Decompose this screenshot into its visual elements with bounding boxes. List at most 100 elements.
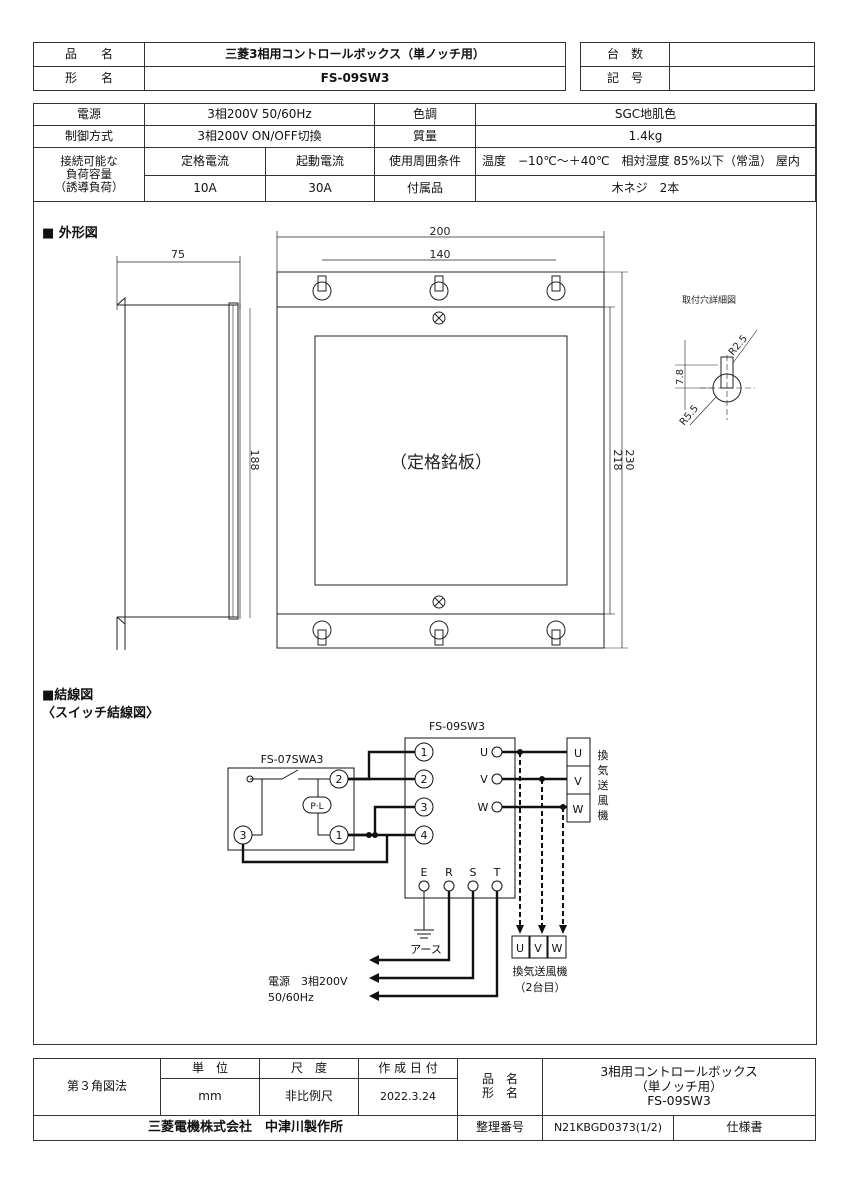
product-title-line-2: （単ノッチ用）	[635, 1078, 723, 1094]
accessory-value: 木ネジ 2本	[475, 175, 816, 202]
terminal-1: 1	[421, 746, 428, 759]
box-model-label: FS-09SW3	[429, 720, 485, 733]
product-name: 三菱3相用コントロールボックス（単ノッチ用）	[144, 42, 566, 67]
mounting-hole-top-left	[312, 275, 332, 301]
dim-218: 218	[611, 450, 624, 471]
dim-188: 188	[248, 450, 261, 471]
fan-label-4: 風	[598, 794, 609, 807]
terminal-r: R	[445, 866, 453, 879]
wiring-diagram: FS-09SW3 FS-07SWA3 1 2 3 4 2 1 3 P·L U V…	[227, 720, 609, 1004]
pilot-lamp-label: P·L	[310, 802, 323, 812]
docno-value: N21KBGD0373(1/2)	[542, 1115, 674, 1141]
product-name-label: 品 名	[33, 42, 145, 67]
fan-label-1: 換	[598, 749, 609, 762]
projection-method: 第３角図法	[33, 1058, 161, 1116]
mass-label: 質量	[374, 125, 476, 148]
fan-label-3: 送	[598, 778, 609, 792]
terminal-t: T	[493, 866, 501, 879]
mounting-hole-top-center	[429, 275, 449, 301]
terminal-3: 3	[421, 801, 428, 814]
switch-box	[227, 767, 355, 851]
docno-label: 整理番号	[457, 1115, 543, 1141]
env-value: 温度 −10℃〜＋40℃ 相対湿度 85%以下（常温） 屋内	[475, 147, 816, 176]
switch-model-label: FS-07SWA3	[261, 753, 324, 766]
wiring-title: ■結線図	[42, 688, 94, 703]
scale-label: 尺 度	[259, 1058, 359, 1079]
load-label-line-3: （誘導負荷）	[54, 180, 124, 195]
product-title-line-1: 3相用コントロールボックス	[600, 1064, 758, 1080]
product-title-line-3: FS-09SW3	[647, 1093, 711, 1109]
switch-terminal-3: 3	[240, 829, 247, 842]
dim-230: 230	[623, 450, 636, 471]
fan2-w: W	[552, 942, 563, 955]
fan2-u: U	[516, 942, 524, 955]
accessory-label: 付属品	[374, 175, 476, 202]
fan-v: V	[574, 775, 582, 788]
fan-w: W	[573, 803, 584, 816]
dim-200: 200	[430, 225, 451, 238]
model-name: FS-09SW3	[144, 66, 566, 91]
date-value: 2022.3.24	[358, 1078, 458, 1116]
symbol-value	[669, 66, 815, 91]
doc-type: 仕様書	[673, 1115, 816, 1141]
dim-r2-5: R2.5	[727, 333, 750, 358]
unit-value: mm	[160, 1078, 260, 1116]
count-value	[669, 42, 815, 67]
load-label-line-1: 接続可能な	[60, 153, 118, 168]
switch-terminal-1: 1	[336, 829, 343, 842]
load-label: 接続可能な 負荷容量 （誘導負荷）	[33, 147, 145, 202]
terminal-e: E	[421, 866, 428, 879]
mounting-hole-top-right	[546, 275, 566, 301]
wiring-subtitle: 〈スイッチ結線図〉	[42, 706, 160, 721]
fan-label-2: 気	[598, 763, 609, 777]
outline-drawing: 75 200 140 188 218 230 （定格銘板） 取付穴詳細図 7.8…	[116, 225, 758, 650]
power-label-2: 50/60Hz	[268, 991, 314, 1004]
power-value: 3相200V 50/60Hz	[144, 103, 375, 126]
fan-label-5: 機	[598, 808, 609, 822]
scale-value: 非比例尺	[259, 1078, 359, 1116]
mounting-hole-bottom-center	[429, 620, 449, 646]
fan2-label-2: （2台目）	[515, 980, 566, 994]
load-label-line-2: 負荷容量	[66, 166, 112, 181]
title-block: 第３角図法 単 位 尺 度 作 成 日 付 品 名 形 名 3相用コントロールボ…	[33, 1058, 816, 1141]
fan2-v: V	[534, 942, 542, 955]
hole-detail-title: 取付穴詳細図	[682, 294, 736, 306]
power-label-1: 電源 3相200V	[268, 974, 348, 988]
control-box	[404, 737, 516, 899]
product-title: 3相用コントロールボックス （単ノッチ用） FS-09SW3	[542, 1058, 816, 1116]
out-w: W	[478, 801, 489, 814]
model-label-tb: 形 名	[481, 1086, 518, 1100]
out-u: U	[480, 746, 488, 759]
front-view	[276, 231, 628, 649]
drawing-frame	[33, 103, 817, 1045]
header-table: 品 名 三菱3相用コントロールボックス（単ノッチ用） 形 名 FS-09SW3	[33, 42, 566, 91]
dim-140: 140	[430, 248, 451, 261]
dim-7-8: 7.8	[675, 369, 686, 385]
outline-title: ■ 外形図	[42, 226, 98, 241]
terminal-4: 4	[421, 829, 428, 842]
date-label: 作 成 日 付	[358, 1058, 458, 1079]
hole-detail	[675, 329, 758, 426]
mounting-hole-bottom-right	[546, 620, 566, 646]
mounting-hole-bottom-left	[312, 620, 332, 646]
name-model-labels: 品 名 形 名	[457, 1058, 543, 1116]
dim-75: 75	[171, 248, 185, 261]
earth-label: アース	[410, 943, 442, 956]
out-v: V	[480, 773, 488, 786]
rated-current-value: 10A	[144, 175, 266, 202]
count-table: 台 数 記 号	[580, 42, 815, 91]
fan-u: U	[574, 747, 582, 760]
terminal-s: S	[470, 866, 477, 879]
dim-r5-5: R5.5	[678, 403, 701, 428]
start-current-value: 30A	[265, 175, 375, 202]
company-name: 三菱電機株式会社 中津川製作所	[33, 1115, 458, 1141]
switch-terminal-2: 2	[336, 773, 343, 786]
name-label: 品 名	[481, 1072, 518, 1087]
fan2-label-1: 換気送風機	[513, 964, 568, 978]
side-view	[116, 256, 251, 650]
symbol-label: 記 号	[580, 66, 670, 91]
spec-table: 電源 3相200V 50/60Hz 色調 SGC地肌色 制御方式 3相200V …	[33, 103, 816, 202]
control-value: 3相200V ON/OFF切換	[144, 125, 375, 148]
terminal-2: 2	[421, 773, 428, 786]
nameplate-label: （定格銘板）	[390, 453, 492, 473]
